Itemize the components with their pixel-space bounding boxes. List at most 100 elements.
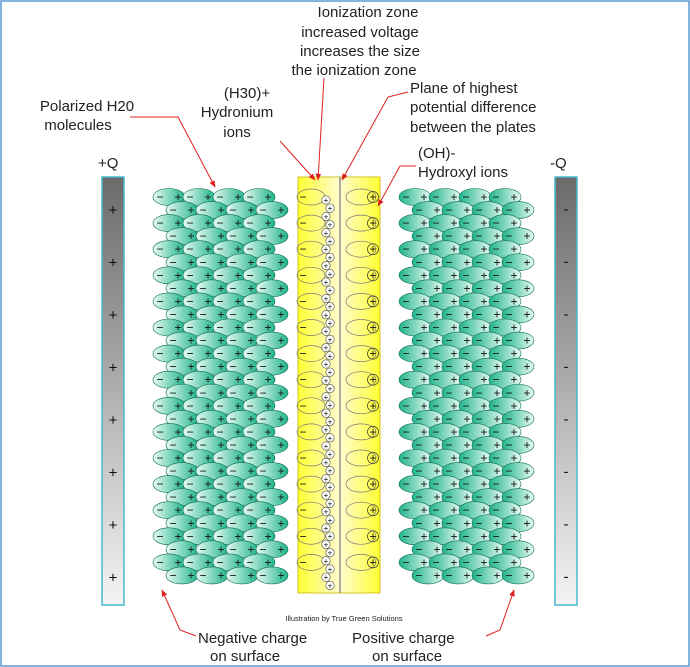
plane-line-2: potential difference: [410, 99, 536, 116]
hydronium-ion: [321, 195, 331, 205]
molecule-sign: −: [246, 242, 253, 256]
hydroxyl-ion: [367, 217, 379, 229]
molecule-sign: +: [510, 451, 517, 465]
molecule-sign: +: [264, 321, 271, 335]
zone-molecule-oval: [296, 345, 326, 362]
polarized-molecules-right: −+−+−+−+−+−+−+−+−+−+−+−+−+−+−+−+−+−+−+−+…: [398, 188, 535, 585]
molecule-sign: −: [415, 490, 422, 504]
plane-annotation: Plane of highest potential difference be…: [410, 80, 536, 136]
molecule-sign: +: [204, 268, 211, 282]
negative-plate-signs: --------: [564, 201, 569, 586]
molecule-sign: −: [246, 451, 253, 465]
plate-plus-sign: +: [109, 360, 118, 377]
molecule-sign: +: [247, 334, 254, 348]
molecule-sign: +: [187, 438, 194, 452]
hydronium-ion: [321, 392, 331, 402]
molecule-sign: +: [204, 321, 211, 335]
molecule-sign: −: [199, 281, 206, 295]
molecule-sign: −: [505, 490, 512, 504]
molecule-sign: −: [246, 477, 253, 491]
water-molecule: −+: [182, 318, 216, 337]
molecule-sign: −: [156, 268, 163, 282]
molecule-sign: −: [199, 307, 206, 321]
hydronium-sign: +: [324, 278, 329, 287]
molecule-sign: −: [445, 334, 452, 348]
zone-molecule-oval: [345, 501, 377, 519]
molecule-sign: −: [229, 334, 236, 348]
molecule-sign: +: [187, 307, 194, 321]
hydronium-sign: +: [328, 581, 333, 590]
molecule-sign: −: [432, 294, 439, 308]
hydronium-ion: [325, 367, 335, 377]
molecule-sign: +: [277, 281, 284, 295]
zone-molecule-oval: [345, 475, 377, 493]
water-molecule: −+: [501, 488, 535, 506]
molecule-sign: −: [216, 425, 223, 439]
molecule-sign: −: [246, 503, 253, 517]
hydronium-ion: [321, 359, 331, 369]
molecule-sign: −: [445, 438, 452, 452]
molecule-sign: −: [229, 438, 236, 452]
molecule-sign: +: [510, 425, 517, 439]
molecule-sign: −: [199, 542, 206, 556]
ionization-zone-arrow: [315, 77, 325, 181]
molecule-sign: −: [169, 438, 176, 452]
molecule-sign: +: [187, 464, 194, 478]
hydronium-formula: (H30)+: [224, 85, 271, 102]
hydronium-sign: +: [328, 319, 333, 328]
molecule-sign: +: [187, 542, 194, 556]
molecule-sign: +: [510, 477, 517, 491]
molecule-sign: −: [229, 281, 236, 295]
molecule-sign: −: [475, 281, 482, 295]
ionization-zone-line-4: the ionization zone: [291, 62, 416, 79]
plate-minus-sign: -: [564, 201, 569, 218]
hydronium-ion: [325, 580, 335, 590]
molecule-sign: −: [505, 229, 512, 243]
hydroxyl-ion: [367, 373, 379, 386]
water-molecule: −+: [225, 566, 259, 585]
molecule-sign: +: [493, 412, 500, 426]
plate-plus-sign: +: [109, 255, 118, 272]
molecule-sign: −: [492, 399, 499, 413]
molecule-sign: −: [432, 555, 439, 569]
hydronium-ions: ions: [223, 124, 251, 141]
molecule-sign: +: [234, 347, 241, 361]
hydronium-sign: +: [328, 286, 333, 295]
plate-minus-sign: -: [564, 569, 569, 586]
molecule-sign: +: [264, 399, 271, 413]
molecule-sign: +: [480, 294, 487, 308]
negative-plate-label: -Q: [550, 155, 567, 172]
water-molecule: −+: [501, 566, 535, 585]
molecule-sign: −: [432, 451, 439, 465]
molecule-sign: +: [217, 490, 224, 504]
molecule-sign: +: [433, 438, 440, 452]
molecule-sign: −: [186, 503, 193, 517]
molecule-sign: −: [492, 190, 499, 204]
molecule-sign: −: [169, 490, 176, 504]
water-molecule: −+: [255, 436, 289, 454]
hydronium-sign: +: [328, 352, 333, 361]
zone-negative-sign: −: [299, 477, 306, 491]
molecule-sign: +: [450, 451, 457, 465]
positive-surface-line-1: Positive charge: [352, 630, 455, 647]
molecule-sign: +: [523, 568, 530, 582]
molecule-sign: −: [246, 373, 253, 387]
molecule-sign: +: [234, 503, 241, 517]
hydronium-ion: [325, 220, 335, 230]
hydronium-sign: +: [324, 294, 329, 303]
molecule-sign: +: [493, 464, 500, 478]
hydronium-sign: +: [328, 385, 333, 394]
molecule-sign: +: [277, 542, 284, 556]
water-molecule: −+: [488, 344, 522, 363]
hydronium-ion: [325, 416, 335, 426]
molecule-sign: −: [246, 529, 253, 543]
hydronium-ion: [321, 244, 331, 254]
water-molecule: −+: [165, 566, 199, 585]
molecule-sign: +: [433, 229, 440, 243]
molecule-sign: +: [463, 568, 470, 582]
water-molecule: −+: [501, 436, 535, 454]
molecule-sign: +: [493, 516, 500, 530]
molecule-sign: +: [204, 477, 211, 491]
hydronium-sign: +: [328, 253, 333, 262]
